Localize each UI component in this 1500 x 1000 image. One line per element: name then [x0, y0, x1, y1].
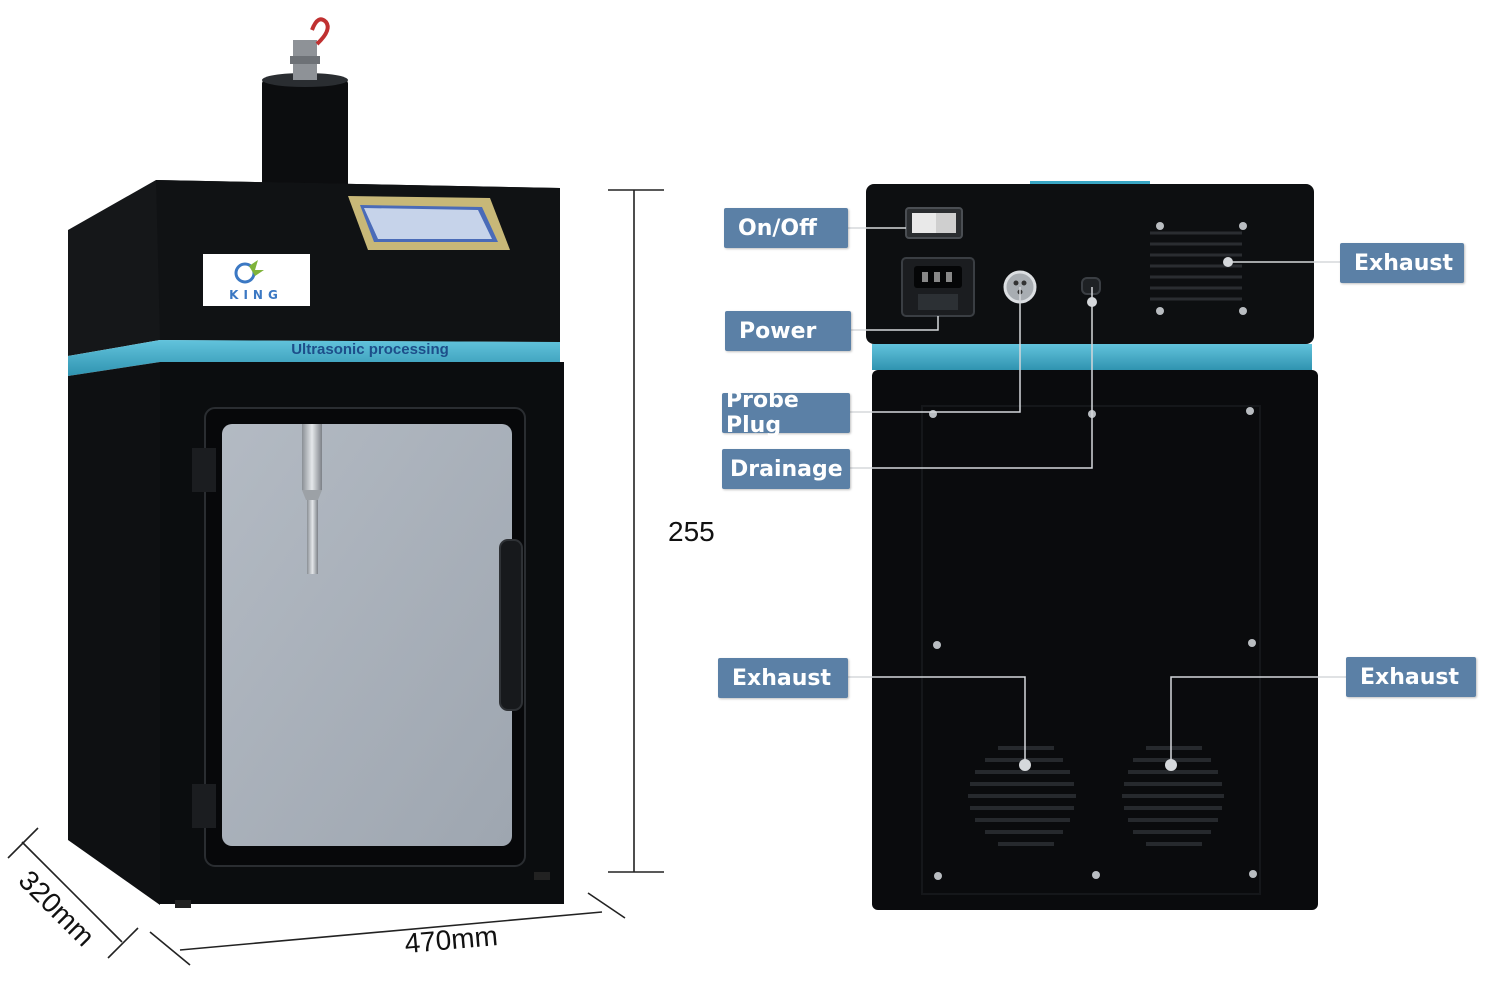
- callout-dots: [1019, 257, 1233, 771]
- callout-exhaust-bottom-left-text: Exhaust: [732, 665, 831, 691]
- door-handle[interactable]: [499, 539, 523, 711]
- callout-on-off-text: On/Off: [738, 215, 817, 241]
- callout-probe-plug: Probe Plug: [722, 388, 850, 438]
- rear-upper-panel: [866, 184, 1314, 344]
- callout-power: Power: [725, 311, 851, 351]
- door-window: [222, 424, 512, 846]
- callout-exhaust-top-text: Exhaust: [1354, 250, 1453, 276]
- depth-dimension-line: [21, 841, 123, 943]
- callout-exhaust-top: Exhaust: [1340, 243, 1464, 283]
- exhaust-vent-bottom-left: [968, 746, 1076, 846]
- callout-lines: [848, 227, 1346, 765]
- width-dimension-text: 470mm: [403, 920, 499, 959]
- callout-drainage-text: Drainage: [730, 456, 843, 482]
- width-dimension-line: [179, 911, 603, 951]
- front-unit: KING Ultrasonic processing: [68, 17, 564, 908]
- callout-on-off: On/Off: [724, 208, 848, 248]
- callout-drainage: Drainage: [722, 449, 850, 489]
- dimension-lines: [7, 189, 664, 966]
- front-accent-band: [68, 340, 560, 376]
- front-band-text: Ultrasonic processing: [291, 341, 449, 358]
- rear-lower-panel: [872, 370, 1318, 910]
- callout-probe-plug-text: Probe Plug: [726, 388, 799, 438]
- exhaust-vent-top: [1150, 231, 1242, 301]
- brand-logo-text: KING: [229, 288, 283, 302]
- callout-exhaust-bottom-right-text: Exhaust: [1360, 664, 1459, 690]
- callout-power-text: Power: [739, 318, 817, 344]
- transducer-cylinder: [262, 78, 348, 190]
- rear-unit: [866, 181, 1318, 910]
- height-dimension-text: 255: [668, 516, 715, 547]
- door-hinge-top: [192, 448, 216, 492]
- ultrasonic-probe: [302, 424, 322, 490]
- callout-exhaust-bottom-right: Exhaust: [1346, 657, 1476, 697]
- front-door[interactable]: [192, 407, 526, 867]
- front-lower-side: [68, 362, 160, 905]
- callout-exhaust-bottom-left: Exhaust: [718, 658, 848, 698]
- door-hinge-bottom: [192, 784, 216, 828]
- drainage-port[interactable]: [1081, 277, 1101, 295]
